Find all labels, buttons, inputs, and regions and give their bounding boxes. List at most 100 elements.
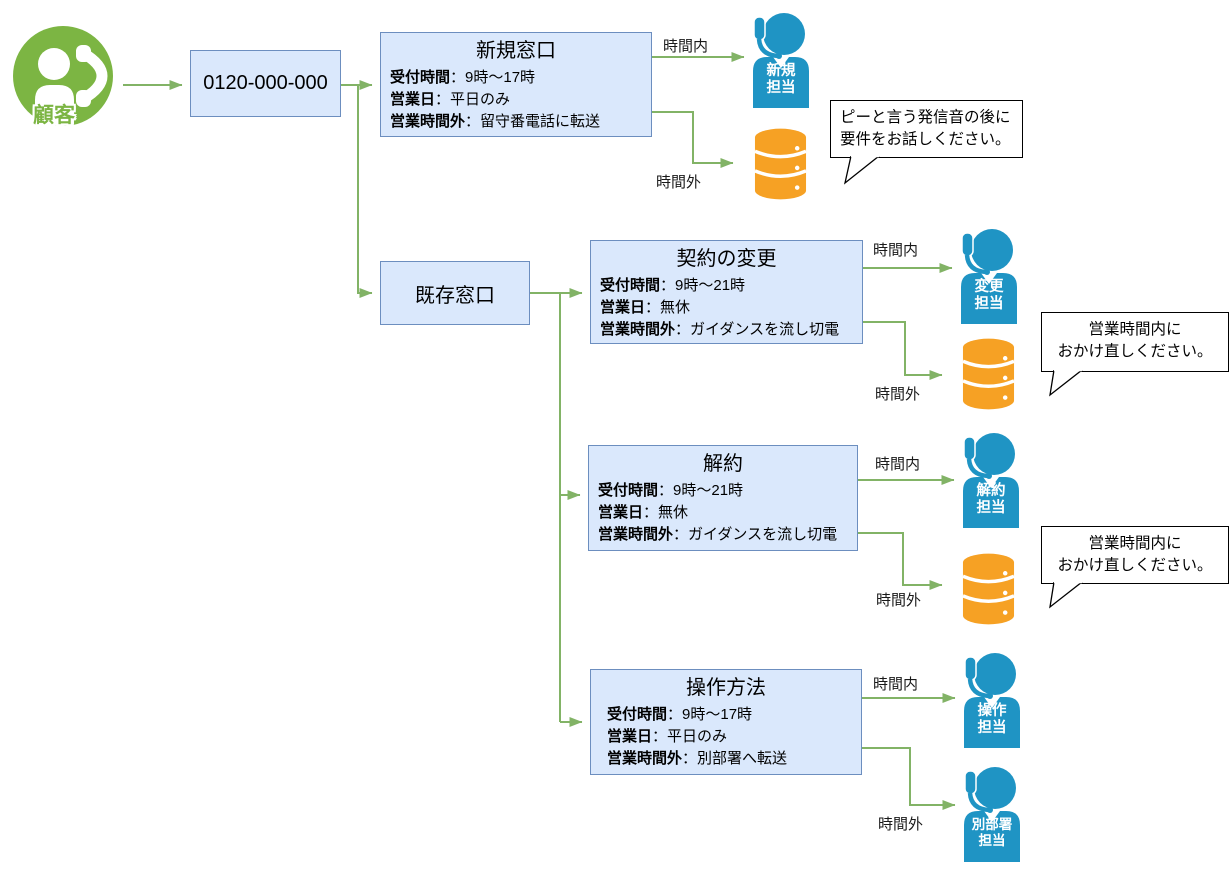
detail-row: 営業時間外：ガイダンスを流し切電 xyxy=(600,319,853,341)
node-kison-madoguchi: 既存窓口 xyxy=(380,261,530,325)
agent-label-line2: 担当 xyxy=(976,500,1006,517)
bubble-line1: 営業時間内に xyxy=(1088,535,1182,552)
detail-label: 営業時間外 xyxy=(607,749,683,767)
database-icon xyxy=(962,338,1015,410)
detail-value: ：9時～17時 xyxy=(667,706,753,723)
call-agent-icon xyxy=(963,433,1019,528)
database-icon xyxy=(754,128,807,200)
bubble-tail xyxy=(843,156,880,185)
call-agent-icon xyxy=(964,653,1020,748)
detail-value: ：9時～21時 xyxy=(658,482,744,499)
detail-label: 営業日 xyxy=(600,298,646,316)
customer-label: 顧客 xyxy=(33,104,75,127)
agent-label: 解約 担当 xyxy=(960,483,1022,518)
detail-label: 営業時間外 xyxy=(600,320,676,338)
node-details: 受付時間：9時～21時 営業日：無休 営業時間外：ガイダンスを流し切電 xyxy=(589,477,857,545)
edge-label-jikan-gai: 時間外 xyxy=(876,592,922,609)
node-sousa-houhou: 操作方法 受付時間：9時～17時 営業日：平日のみ 営業時間外：別部署へ転送 xyxy=(590,669,862,775)
agent-shinki-tantou: 新規 担当 xyxy=(750,10,812,108)
voicemail-database-icon xyxy=(753,127,808,201)
detail-row: 営業日：無休 xyxy=(600,297,853,319)
agent-label-line2: 担当 xyxy=(974,296,1004,313)
agent-label-line2: 担当 xyxy=(766,80,796,97)
agent-label: 変更 担当 xyxy=(958,279,1020,314)
detail-label: 営業時間外 xyxy=(598,525,674,543)
agent-label-line2: 担当 xyxy=(978,833,1006,849)
bubble-line2: おかけ直しください。 xyxy=(1057,343,1213,361)
detail-value: ：無休 xyxy=(645,298,691,316)
detail-row: 営業日：平日のみ xyxy=(607,726,852,748)
detail-row: 受付時間：9時～21時 xyxy=(598,480,848,502)
detail-label: 受付時間 xyxy=(598,482,659,499)
agent-label-line1: 別部署 xyxy=(971,817,1013,832)
call-agent-icon xyxy=(961,229,1017,324)
detail-label: 営業日 xyxy=(598,503,644,521)
agent-label: 操作 担当 xyxy=(961,703,1023,738)
detail-value: ：ガイダンスを流し切電 xyxy=(675,320,840,338)
edge-label-jikan-gai: 時間外 xyxy=(878,816,924,833)
edge-label-jikan-nai: 時間内 xyxy=(873,676,919,693)
bubble-tail xyxy=(1049,582,1083,609)
node-title: 契約の変更 xyxy=(676,248,777,270)
node-title: 新規窓口 xyxy=(476,40,556,62)
detail-row: 営業日：無休 xyxy=(598,502,848,524)
call-agent-icon xyxy=(753,13,809,108)
guidance-database-icon xyxy=(961,552,1016,626)
detail-value: ：平日のみ xyxy=(652,727,728,745)
detail-label: 受付時間 xyxy=(607,706,668,723)
node-shinki-madoguchi: 新規窓口 受付時間：9時～17時 営業日：平日のみ 営業時間外：留守番電話に転送 xyxy=(380,32,652,137)
agent-label: 新規 担当 xyxy=(750,63,812,98)
detail-label: 受付時間 xyxy=(600,277,661,294)
detail-row: 営業時間外：別部署へ転送 xyxy=(607,748,852,770)
detail-row: 受付時間：9時～17時 xyxy=(607,704,852,726)
detail-value: ：別部署へ転送 xyxy=(682,749,788,767)
detail-row: 営業日：平日のみ xyxy=(390,89,642,111)
bubble-line2: おかけ直しください。 xyxy=(1057,557,1213,575)
bubble-line1: ピーと言う発信音の後に xyxy=(840,109,1011,126)
phone-number-text: 0120-000-000 xyxy=(203,72,328,94)
detail-value: ：平日のみ xyxy=(435,90,511,108)
node-details: 受付時間：9時～17時 営業日：平日のみ 営業時間外：別部署へ転送 xyxy=(591,701,861,769)
speech-bubble-voicemail: ピーと言う発信音の後に 要件をお話しください。 xyxy=(830,100,1023,185)
call-agent-icon xyxy=(964,767,1020,862)
agent-betsubusho-tantou: 別部署 担当 xyxy=(961,764,1023,862)
agent-label-line1: 変更 xyxy=(974,279,1004,295)
edge-shinki-db xyxy=(652,111,734,168)
node-phone-number: 0120-000-000 xyxy=(190,50,341,117)
agent-label-line1: 操作 xyxy=(977,703,1007,719)
bubble-tail xyxy=(1049,370,1083,397)
edge-kaiyaku-db xyxy=(858,532,943,590)
detail-label: 営業時間外 xyxy=(390,112,466,130)
bubble-line2: 要件をお話しください。 xyxy=(840,131,1011,149)
edge-label-jikan-gai: 時間外 xyxy=(875,386,921,403)
edge-phone-kison xyxy=(357,85,373,298)
agent-label: 別部署 担当 xyxy=(961,817,1023,849)
detail-row: 営業時間外：留守番電話に転送 xyxy=(390,111,642,133)
detail-row: 受付時間：9時～17時 xyxy=(390,67,642,89)
node-title: 既存窓口 xyxy=(415,284,495,307)
node-title: 解約 xyxy=(703,453,743,475)
customer-person-phone-icon xyxy=(13,26,113,126)
detail-row: 営業時間外：ガイダンスを流し切電 xyxy=(598,524,848,546)
detail-value: ：留守番電話に転送 xyxy=(465,112,601,130)
edge-label-jikan-nai: 時間内 xyxy=(875,456,921,473)
agent-henkou-tantou: 変更 担当 xyxy=(958,226,1020,324)
node-keiyaku-henkou: 契約の変更 受付時間：9時～21時 営業日：無休 営業時間外：ガイダンスを流し切… xyxy=(590,240,863,344)
node-title: 操作方法 xyxy=(686,677,766,699)
agent-label-line1: 解約 xyxy=(976,483,1006,499)
agent-kaiyaku-tantou: 解約 担当 xyxy=(960,430,1022,528)
database-icon xyxy=(962,553,1015,625)
edge-keiyaku-db xyxy=(863,321,943,380)
agent-sousa-tantou: 操作 担当 xyxy=(961,650,1023,748)
detail-value: ：ガイダンスを流し切電 xyxy=(673,525,838,543)
edge-sousa-betsubusho xyxy=(862,747,956,810)
speech-bubble-redial-1: 営業時間内に おかけ直しください。 xyxy=(1041,312,1229,397)
detail-value: ：無休 xyxy=(643,503,689,521)
speech-bubble-redial-2: 営業時間内に おかけ直しください。 xyxy=(1041,526,1229,609)
edge-label-jikan-gai: 時間外 xyxy=(656,174,702,191)
detail-value: ：9時～21時 xyxy=(660,277,746,294)
customer-icon: 顧客 xyxy=(13,26,113,127)
bubble-line1: 営業時間内に xyxy=(1088,321,1182,338)
